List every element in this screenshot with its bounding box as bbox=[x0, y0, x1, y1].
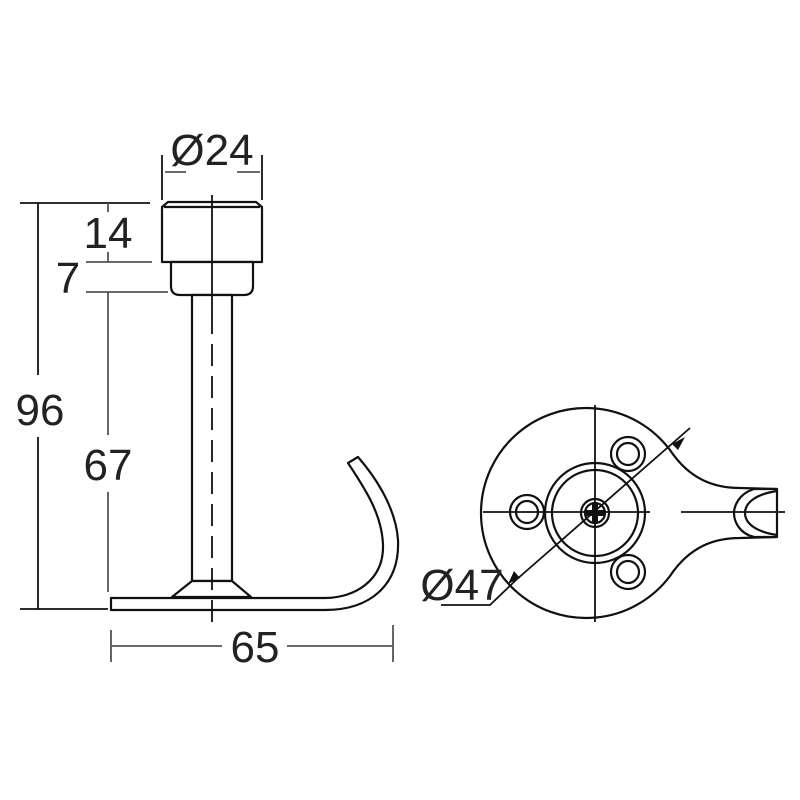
tab-slot bbox=[732, 487, 777, 539]
dim-base-diameter-leader bbox=[441, 579, 517, 606]
dim-base-diameter-line bbox=[515, 427, 691, 581]
mounting-hole-top bbox=[609, 435, 647, 473]
side-view: Ø24 96 14 7 67 65 bbox=[16, 126, 400, 672]
dim-collar-height: 7 bbox=[56, 254, 80, 303]
dim-arrow-bottom bbox=[508, 571, 520, 584]
mounting-hole-bottom bbox=[609, 553, 647, 591]
dim-base-diameter: Ø47 bbox=[420, 561, 503, 610]
dim-arrow-top bbox=[672, 437, 685, 450]
dim-head-diameter: Ø24 bbox=[170, 126, 253, 175]
base-plate-hook bbox=[109, 455, 400, 612]
top-view: Ø47 bbox=[420, 405, 785, 622]
tab-slot-inner bbox=[743, 489, 778, 537]
dim-head-height: 14 bbox=[84, 209, 133, 258]
dim-stem-height: 67 bbox=[84, 441, 133, 490]
dim-base-length: 65 bbox=[231, 623, 280, 672]
dim-total-height: 96 bbox=[16, 386, 65, 435]
